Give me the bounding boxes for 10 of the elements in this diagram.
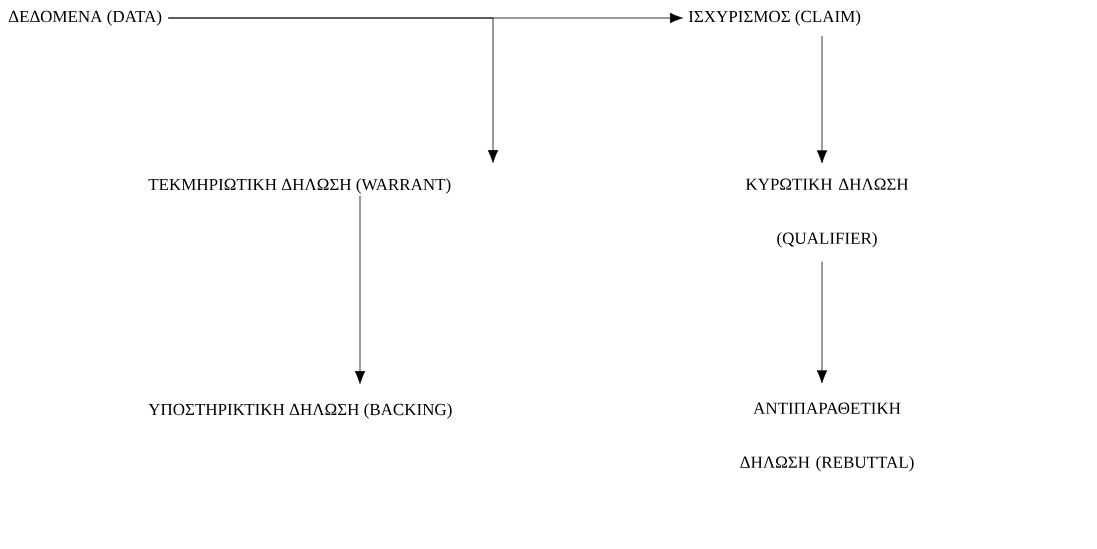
arrow: [816, 35, 828, 164]
text-label: ΚΥΡΩΤΙΚΗ ΔΗΛΩΣΗ (QUALIFIER): [745, 178, 909, 248]
text-label: ΤΕΚΜΗΡΙΩΤΙΚΗ ΔΗΛΩΣΗ (WARRANT): [148, 178, 451, 194]
text-label: ΑΝΤΙΠΑΡΑΘΕΤΙΚΗ ΔΗΛΩΣΗ (REBUTTAL): [740, 402, 914, 472]
text-label: ΙΣΧΥΡΙΣΜΟΣ (CLAIM): [688, 10, 861, 26]
text-label: ΥΠΟΣΤΗΡΙΚΤΙΚΗ ΔΗΛΩΣΗ (BACKING): [148, 403, 452, 419]
arrow: [816, 261, 828, 384]
arrow: [167, 17, 499, 163]
arrow: [354, 195, 366, 384]
text-label: ΔΕΔΟΜΕΝΑ (DATA): [8, 10, 162, 26]
